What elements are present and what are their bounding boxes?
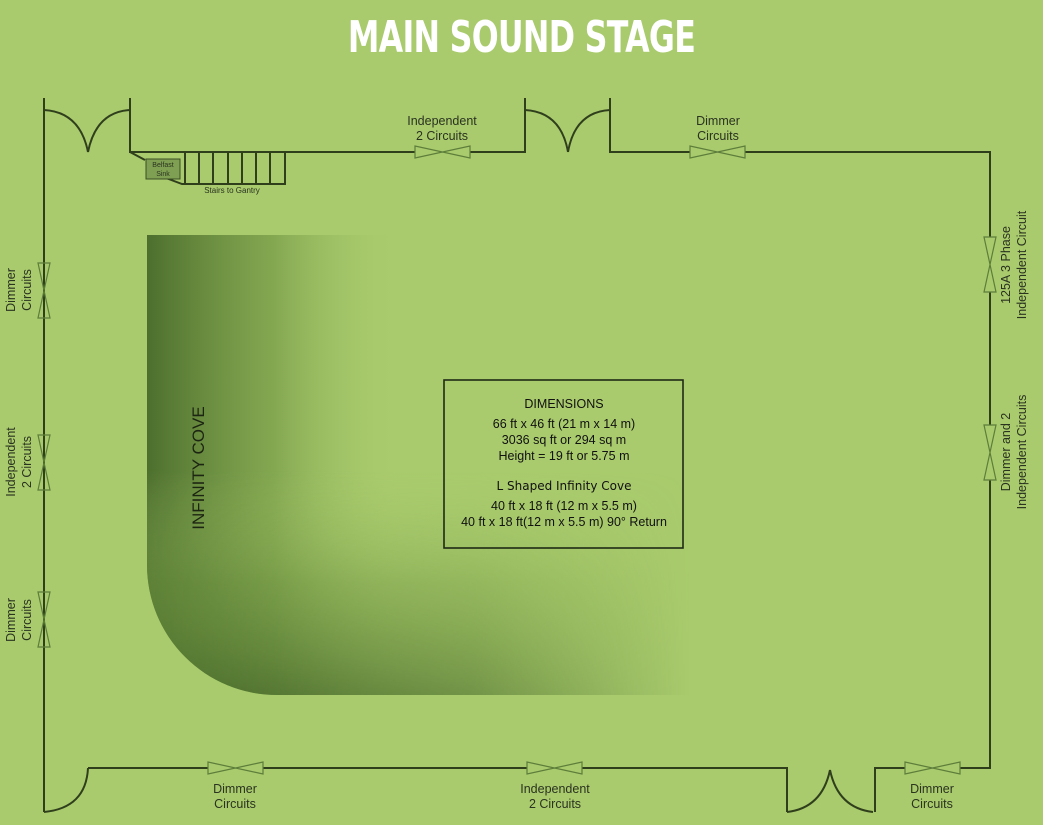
circuit-symbol [904,761,961,775]
circuit-label: Dimmer [696,114,740,128]
circuit-label: Independent [520,782,590,796]
circuit-label: Circuits [911,797,953,811]
infinity-cove [147,235,690,695]
door-top-left [43,109,131,153]
circuit-label: Dimmer [910,782,954,796]
circuit-symbol [414,145,471,159]
circuit-symbol [983,236,997,293]
circuit-label: 2 Circuits [529,797,581,811]
circuit-label: Independent [4,427,18,497]
dimensions-heading: DIMENSIONS [524,397,603,411]
sink-label: Belfast [152,162,173,169]
circuit-label: 2 Circuits [416,129,468,143]
cove-heading: L Shaped Infinity Cove [497,479,632,493]
cove-line: 40 ft x 18 ft(12 m x 5.5 m) 90° Return [461,515,667,529]
circuit-label: Independent Circuit [1015,210,1029,319]
circuit-label: Circuits [214,797,256,811]
circuit-label: Dimmer [4,268,18,312]
door-bottom-left [43,767,89,813]
dimensions-line: 66 ft x 46 ft (21 m x 14 m) [493,417,635,431]
door-bottom-right [786,769,874,813]
circuit-symbol [983,424,997,481]
cove-line: 40 ft x 18 ft (12 m x 5.5 m) [491,499,637,513]
stairs-label: Stairs to Gantry [204,186,260,195]
circuit-label: Dimmer [4,598,18,642]
circuit-label: 125A 3 Phase [999,226,1013,304]
dimensions-box [443,379,684,549]
page-title: MAIN SOUND STAGE [347,12,696,63]
circuit-symbol [37,262,51,319]
circuit-symbol [689,145,746,159]
circuit-label: Circuits [20,599,34,641]
circuit-symbol [207,761,264,775]
belfast-sink [145,158,181,180]
circuit-label: Independent Circuits [1015,395,1029,510]
circuit-label: Dimmer and 2 [999,413,1013,492]
sink-label: Sink [156,171,170,178]
circuit-label: Circuits [20,269,34,311]
circuit-label: Dimmer [213,782,257,796]
circuit-label: Circuits [697,129,739,143]
infinity-cove-label: INFINITY COVE [189,406,208,529]
circuit-label: 2 Circuits [20,436,34,488]
dimensions-line: 3036 sq ft or 294 sq m [502,433,626,447]
circuit-symbol [37,591,51,648]
dimensions-line: Height = 19 ft or 5.75 m [499,449,630,463]
circuit-symbol [37,434,51,491]
circuit-label: Independent [407,114,477,128]
door-top-middle [524,109,611,153]
circuit-symbol [526,761,583,775]
